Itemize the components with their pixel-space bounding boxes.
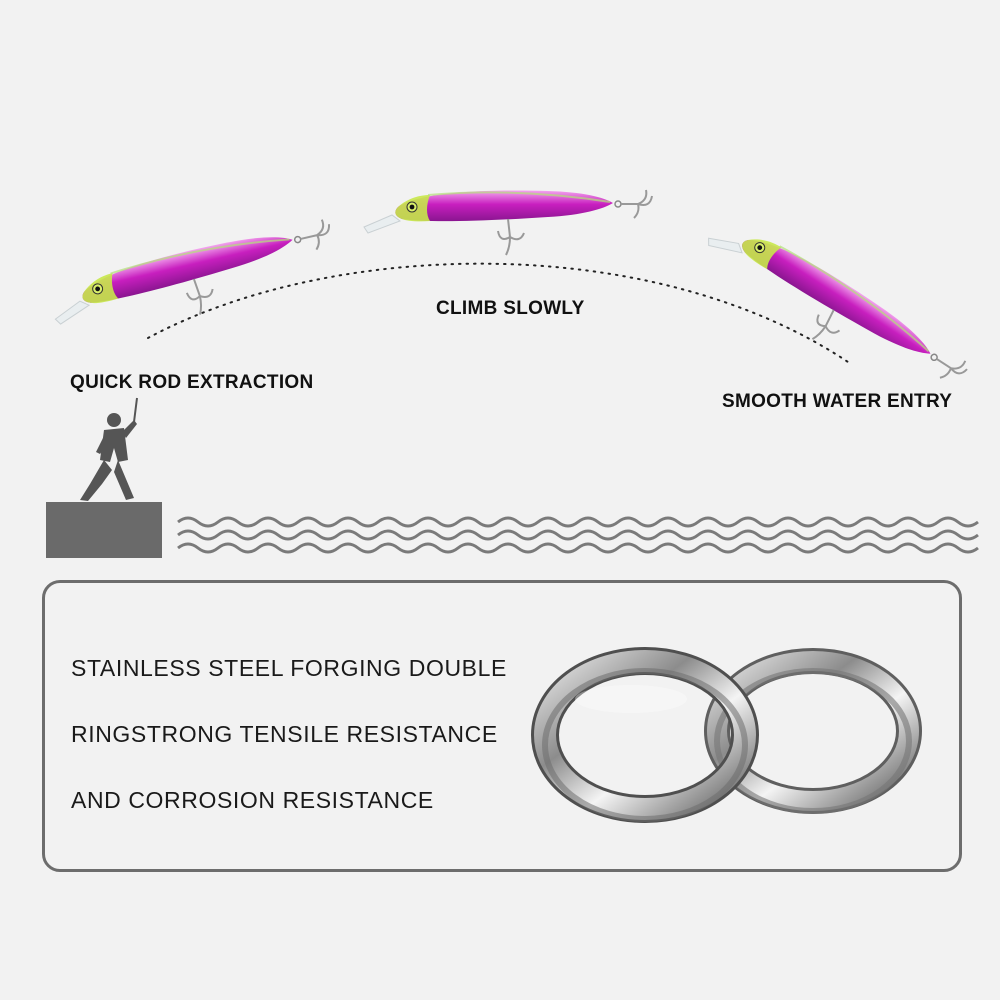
feature-panel: STAINLESS STEEL FORGING DOUBLE RINGSTRON… [42, 580, 962, 872]
stage-label-climb-slowly: CLIMB SLOWLY [436, 298, 585, 319]
feature-line-3: AND CORROSION RESISTANCE [71, 787, 434, 813]
ground-block [46, 502, 162, 558]
stage-label-smooth-water-entry: SMOOTH WATER ENTRY [722, 391, 953, 412]
feature-line-1: STAINLESS STEEL FORGING DOUBLE [71, 655, 507, 681]
feature-line-2: RINGSTRONG TENSILE RESISTANCE [71, 721, 498, 747]
split-ring-icon [531, 647, 922, 823]
split-ring-front [531, 647, 759, 823]
angler-silhouette-icon [80, 397, 138, 501]
stage-label-quick-rod-extraction: QUICK ROD EXTRACTION [70, 372, 314, 393]
water-waves [177, 516, 979, 554]
lure-right [692, 206, 972, 420]
split-ring-back [704, 648, 922, 814]
lure-left [46, 217, 344, 348]
lure-middle [363, 189, 653, 256]
